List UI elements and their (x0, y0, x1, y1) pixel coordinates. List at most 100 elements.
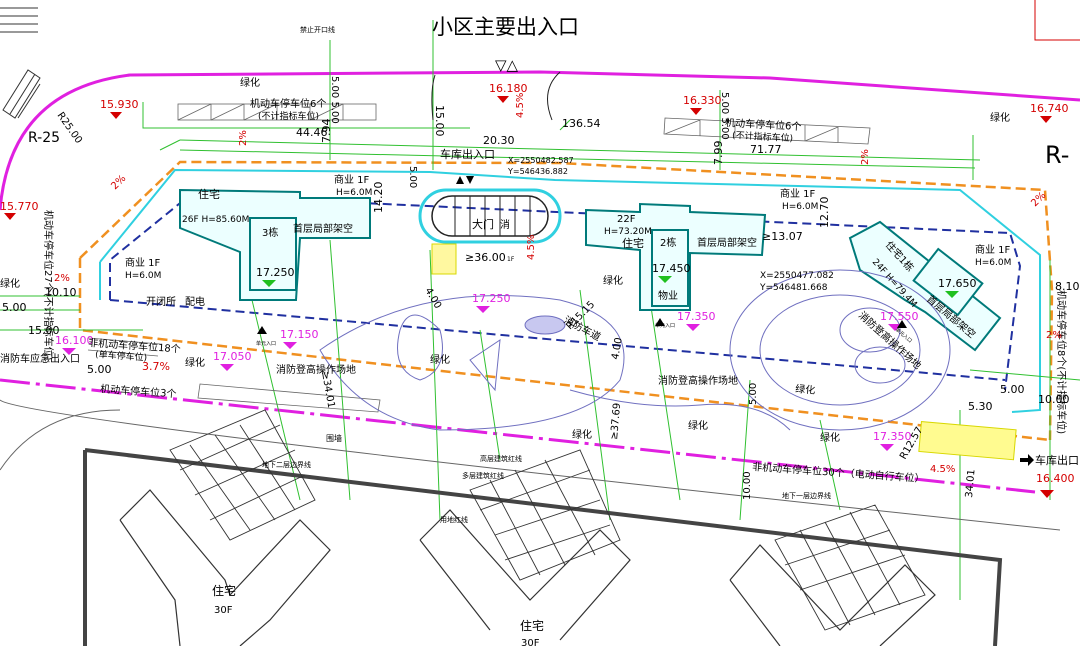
dimension-label: 44.46 (296, 126, 328, 139)
slope-label: 2% (1046, 330, 1062, 341)
dimension-label: 4.00 (610, 337, 625, 361)
elevation-label: 17.250 (256, 266, 295, 279)
area-label: H=6.0M (975, 258, 1011, 268)
area-label: 住宅 (212, 583, 236, 598)
coordinate-label: Y=546481.668 (759, 283, 828, 293)
slope-label: 3.7% (142, 360, 170, 373)
area-label: 非机动车停车位30个（电动自行车位） (752, 460, 925, 485)
area-label: 住宅 (198, 187, 220, 201)
area-label: 30F (521, 638, 540, 646)
annotation-note: 用地红线 (440, 515, 468, 524)
area-label: 消防车应急出入口 (0, 352, 80, 365)
annotation-note: 地下一层边界线 (782, 491, 831, 500)
area-label: 2栋 (660, 236, 676, 249)
parking-stalls (87, 103, 871, 413)
landscape-garden (319, 269, 951, 431)
area-label: 消 (500, 218, 510, 231)
dimension-label: 5.00 (2, 301, 27, 314)
dimension-label: 14.20 (372, 182, 385, 214)
area-label: 首层局部架空 (697, 236, 757, 249)
dimension-label: 5.30 (968, 400, 993, 413)
building-3 (179, 188, 371, 301)
elevation-label: 16.740 (1030, 102, 1069, 115)
elevation-label: 15.930 (100, 98, 139, 111)
area-label: 车库出口 (1035, 453, 1079, 467)
area-label: (不计指标车位) (732, 129, 794, 144)
area-label: (单车停车位) (95, 348, 148, 364)
area-label: 30F (214, 605, 233, 616)
dimension-label: 5.00 (87, 363, 112, 376)
area-label: 配电 (185, 295, 205, 308)
dimension-label: 5.00 (407, 166, 418, 188)
annotation-note: 地下二层边界线 (262, 460, 311, 469)
elevation-label: 17.050 (213, 350, 252, 363)
area-label: 机动车停车位6个 (725, 116, 802, 133)
area-label: 绿化 (990, 111, 1010, 124)
area-label: 机动车停车位27个(不计指标车位) (42, 210, 55, 361)
area-label: 绿化 (795, 382, 816, 397)
dimension-label: 5.00 (1000, 383, 1025, 396)
elevation-label: 16.100 (55, 334, 94, 347)
coordinate-label: X=2550482.587 (508, 156, 574, 165)
neighbour-towers (119, 489, 936, 646)
annotation-note: 围墙 (326, 433, 342, 443)
area-label: 大门 (472, 217, 494, 231)
main-gate (418, 188, 562, 275)
dimension-label: ≥37.69 (609, 402, 623, 440)
road-edge (0, 399, 1061, 531)
area-label: 住宅 (520, 618, 544, 633)
area-label: (不计指标车位) (258, 110, 319, 122)
setback-line (78, 160, 1054, 442)
area-label: 绿化 (572, 428, 592, 441)
slope-label: 2% (109, 173, 128, 192)
dimension-label: 34.01 (964, 469, 977, 498)
area-label: 商业 1F (125, 256, 161, 269)
annotation-note: 多层建筑红线 (462, 471, 504, 480)
garage-exit-ramp (918, 421, 1017, 461)
area-label: R-25 (28, 130, 60, 146)
slope-label: 4.5% (526, 235, 537, 260)
dimension-label: ≥13.07 (762, 230, 803, 243)
elevation-label: 17.450 (652, 262, 691, 275)
area-label: 消防登高操作场地 (658, 374, 738, 387)
slope-label: 4.5% (515, 93, 526, 118)
entry-curb (431, 71, 561, 121)
area-label: 商业 1F (975, 243, 1011, 256)
coordinate-label: Y=546436.882 (507, 167, 568, 176)
area-label: 绿化 (430, 353, 450, 366)
annotation-note: 单元入口 (655, 322, 675, 329)
area-label: 绿化 (0, 277, 20, 290)
dimension-label: 12.70 (818, 197, 831, 229)
dimension-label: 15.00 (433, 105, 446, 137)
area-label: 物业 (658, 289, 678, 302)
page-title: 小区主要出入口 (432, 15, 579, 39)
dimension-label: ≥36.00 (465, 251, 506, 264)
dimension-label: 71.77 (750, 143, 782, 156)
elevation-label: 16.330 (683, 94, 722, 107)
area-label: 机动车停车位6个 (250, 97, 326, 110)
dimension-label: ≥34.01 (319, 371, 336, 409)
elevation-label: 17.250 (472, 292, 511, 305)
area-label: H=73.20M (604, 227, 652, 237)
area-label: 消防登高操作场地 (276, 363, 356, 376)
elevation-label: 17.350 (873, 430, 912, 443)
slope-label: 2% (860, 149, 871, 165)
area-label: 22F (617, 214, 636, 225)
annotation-note: 高层建筑红线 (480, 454, 522, 463)
area-label: 绿化 (240, 76, 260, 89)
area-label: 机动车停车位3个 (100, 382, 177, 400)
area-label: 车库出入口 (440, 147, 495, 161)
elevation-label: 15.770 (0, 200, 39, 213)
basement-outline-grids (169, 409, 926, 631)
neighbour-boundary (83, 448, 1003, 646)
road-boundary-line (0, 70, 1080, 211)
area-label: H=6.0M (782, 202, 818, 212)
dimension-label: 7.99 (712, 141, 725, 166)
area-label: H=6.0M (336, 188, 372, 198)
elevation-label: 16.180 (489, 82, 528, 95)
dimension-label: 10.00 (742, 471, 753, 500)
dimension-label: 15.00 (28, 324, 60, 337)
elevation-label: 17.550 (880, 310, 919, 323)
